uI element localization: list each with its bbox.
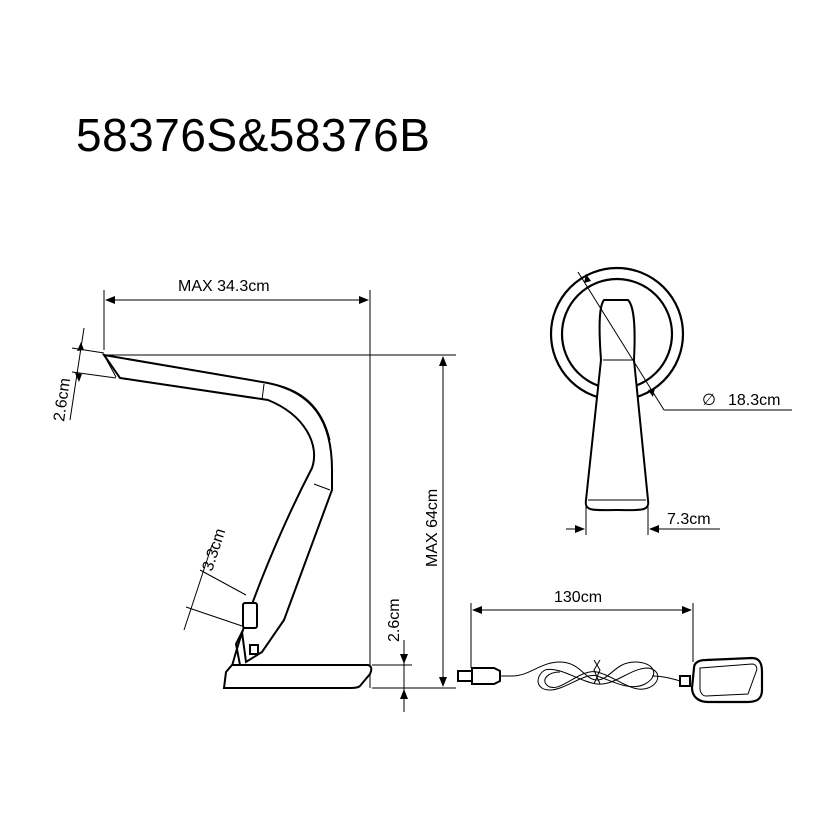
adapter-face [699,663,758,697]
adapter-strain-relief [679,675,691,687]
diameter-dimension-line [577,271,665,411]
cable-tie [593,659,601,685]
head-thickness-ext-top [71,347,105,354]
head-tip [103,354,117,378]
dc-plug-body [471,667,501,685]
lamp-arm [101,353,333,668]
head-joint [261,383,265,401]
front-view: ∅ 18.3cm 7.3cm [549,266,792,535]
adapter-box [690,656,764,704]
neck-joint [313,483,331,491]
page-title: 58376S&58376B [76,109,431,161]
cable-coil-1 [511,661,655,691]
switch-height-dimension-line [183,544,213,631]
head-thickness-arrow-top [77,342,84,351]
head-thickness-arrow-bottom [75,373,82,382]
cable-length-label: 130cm [554,589,602,606]
diameter-arrow-top [584,274,591,283]
switch-height-ext-bottom [185,606,243,627]
switch-height-ext-top [199,569,247,596]
max-height-label: MAX 64cm [424,489,441,567]
lamp-base [222,664,373,689]
diameter-symbol: ∅ [702,392,716,409]
max-width-label: MAX 34.3cm [178,278,270,295]
touch-switch [242,602,258,629]
side-view: MAX 34.3cm MAX 64cm 2.6cm 3.3cm 2.6cm [51,278,456,712]
head-thickness-ext-bottom [71,371,117,379]
neck-width-label: 7.3cm [667,511,711,528]
arm-outline [267,382,331,441]
diameter-arrow-bottom [648,388,655,397]
head-thickness-label: 2.6cm [51,377,74,423]
diameter-label: 18.3cm [728,392,780,409]
switch-height-label: 3.3cm [200,527,230,574]
lamp-front-body [584,299,650,512]
cable-coil-2 [544,667,659,690]
usb-port [249,644,259,655]
power-adapter: 130cm [457,589,764,704]
dc-plug-tip [457,670,473,682]
base-thickness-label: 2.6cm [386,598,403,642]
